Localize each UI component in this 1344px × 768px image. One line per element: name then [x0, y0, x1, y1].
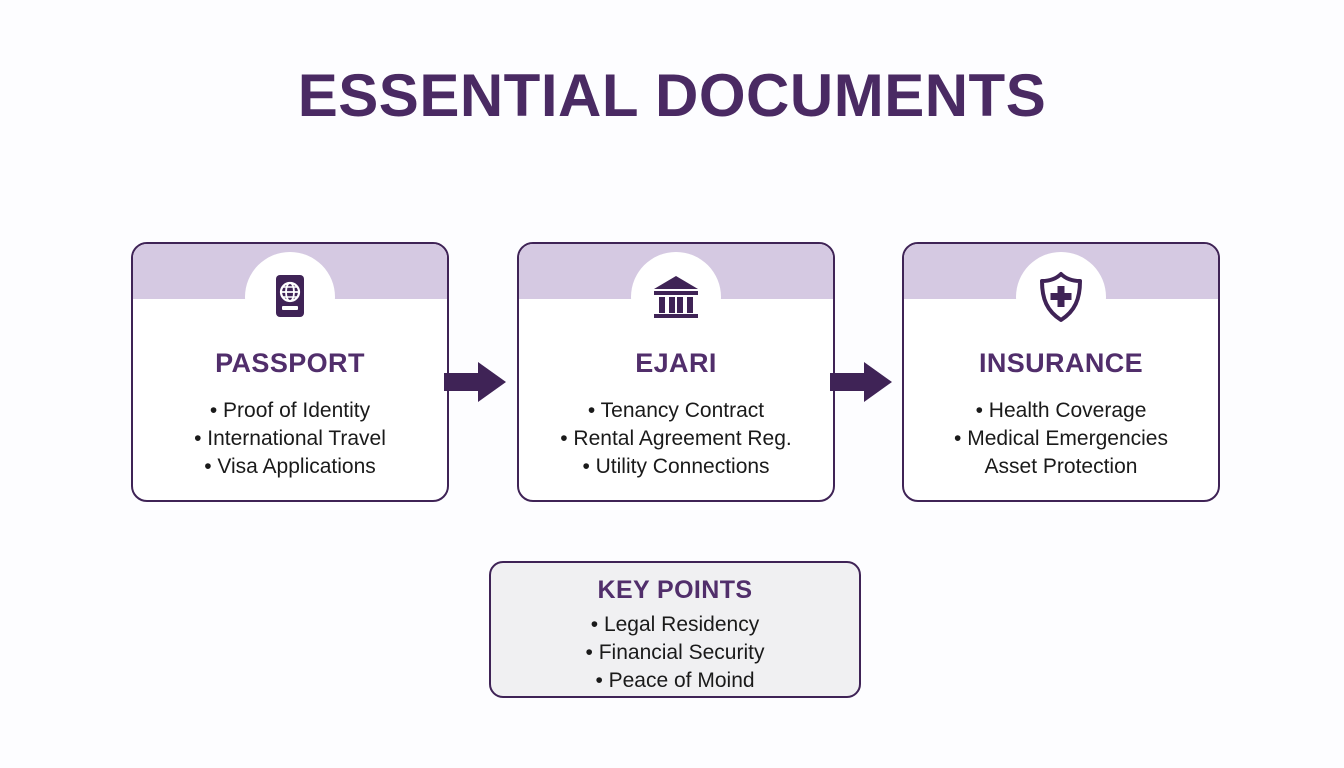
arrow-ejari-to-insurance	[830, 360, 892, 404]
list-item: • Peace of Moind	[595, 668, 755, 692]
card-insurance[interactable]: INSURANCE • Health Coverage • Medical Em…	[902, 242, 1220, 502]
card-body: PASSPORT • Proof of Identity • Internati…	[133, 348, 447, 481]
card-title: EJARI	[635, 348, 717, 378]
list-item: • Legal Residency	[590, 612, 760, 636]
bank-building-icon	[645, 266, 707, 328]
key-points-title: KEY POINTS	[597, 576, 753, 604]
list-item: • Financial Security	[585, 640, 765, 664]
card-icon-circle	[631, 252, 721, 342]
card-body: EJARI • Tenancy Contract • Rental Agreem…	[519, 348, 833, 481]
card-item-list: • Health Coverage • Medical Emergencies …	[914, 397, 1208, 481]
key-points-box[interactable]: KEY POINTS • Legal Residency • Financial…	[489, 561, 861, 698]
passport-icon	[259, 266, 321, 328]
list-item: • International Travel	[194, 426, 386, 450]
shield-medical-icon	[1030, 266, 1092, 328]
card-ejari[interactable]: EJARI • Tenancy Contract • Rental Agreem…	[517, 242, 835, 502]
list-item: • Medical Emergencies	[954, 426, 1168, 450]
list-item: • Health Coverage	[975, 398, 1147, 422]
list-item: • Proof of Identity	[209, 398, 371, 422]
key-points-list: • Legal Residency • Financial Security •…	[491, 611, 859, 695]
list-item: • Visa Applications	[204, 454, 376, 478]
card-item-list: • Tenancy Contract • Rental Agreement Re…	[529, 397, 823, 481]
page-title: ESSENTIAL DOCUMENTS	[297, 62, 1047, 129]
list-item: • Tenancy Contract	[587, 398, 765, 422]
card-title: INSURANCE	[978, 348, 1144, 378]
list-item: • Rental Agreement Reg.	[560, 426, 792, 450]
card-item-list: • Proof of Identity • International Trav…	[143, 397, 437, 481]
list-item: • Utility Connections	[582, 454, 770, 478]
list-item: Asset Protection	[984, 454, 1138, 478]
card-body: INSURANCE • Health Coverage • Medical Em…	[904, 348, 1218, 481]
arrow-passport-to-ejari	[444, 360, 506, 404]
card-title: PASSPORT	[215, 348, 365, 378]
card-passport[interactable]: PASSPORT • Proof of Identity • Internati…	[131, 242, 449, 502]
